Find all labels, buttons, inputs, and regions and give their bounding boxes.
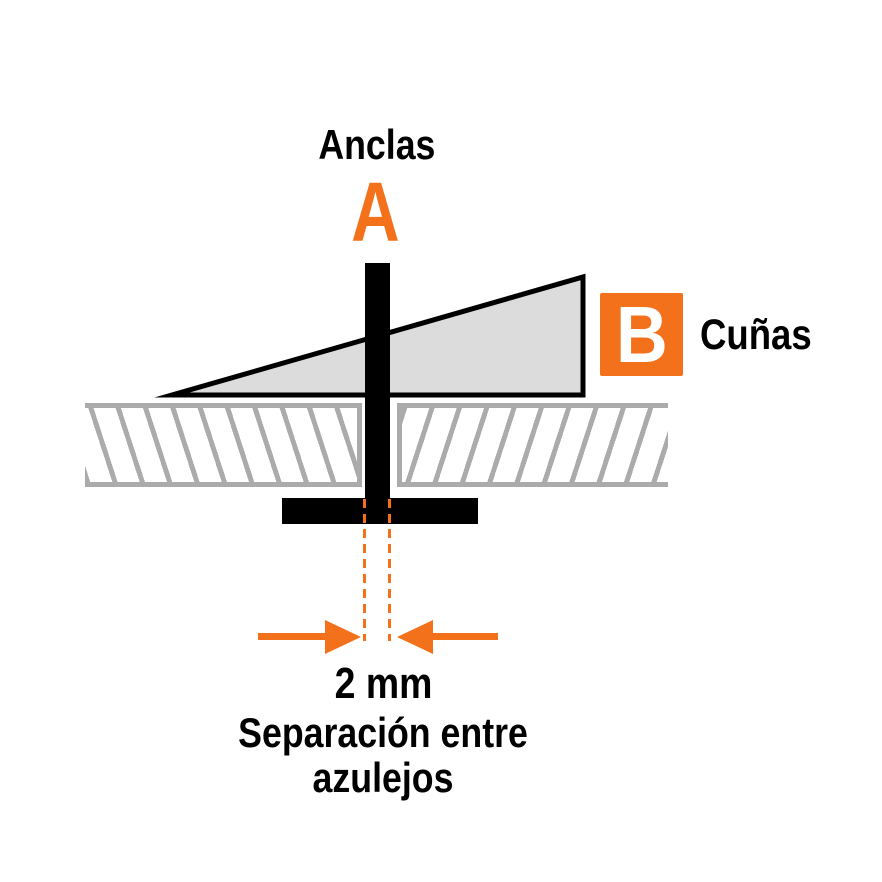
letter-a-text: A	[350, 165, 400, 259]
anchors-label-text: Anclas	[318, 121, 436, 168]
gap-arrow-left-head	[325, 620, 361, 654]
wedges-label-text: Cuñas	[700, 311, 812, 359]
tile-right	[397, 403, 668, 487]
gap-measurement: 2 mm Separación entre azulejos	[133, 660, 633, 800]
gap-guide-left	[363, 499, 366, 641]
gap-arrow-left-shaft	[258, 633, 326, 640]
anchor-spacer-base	[282, 498, 478, 524]
gap-arrow-right-head	[397, 620, 433, 654]
gap-measurement-caption: Separación entre azulejos	[238, 708, 528, 801]
letter-a-marker: A	[175, 170, 575, 254]
tile-left	[85, 403, 362, 487]
anchor-spacer-stem	[365, 263, 390, 524]
gap-measurement-value: 2 mm	[334, 659, 432, 708]
anchors-label: Anclas	[177, 124, 577, 166]
letter-b-badge: B	[600, 293, 683, 376]
letter-b-text: B	[615, 289, 668, 379]
wedges-label: Cuñas	[700, 314, 831, 357]
gap-arrow-right-shaft	[432, 633, 498, 640]
gap-guide-right	[388, 499, 391, 641]
